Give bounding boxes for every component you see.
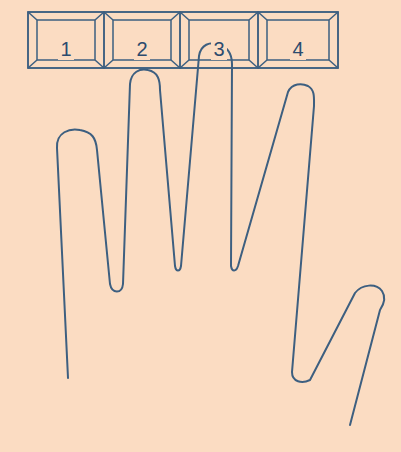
key-box: 3 <box>180 12 258 68</box>
key-number: 3 <box>211 38 226 60</box>
key-box: 2 <box>104 12 180 68</box>
key-number: 1 <box>58 38 73 60</box>
key-box: 1 <box>28 12 104 68</box>
key-box: 4 <box>258 12 338 68</box>
key-number: 2 <box>134 38 149 60</box>
key-number: 4 <box>290 38 305 60</box>
